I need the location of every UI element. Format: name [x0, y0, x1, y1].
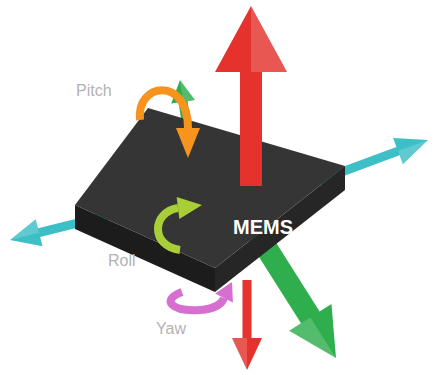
z-axis-down-arrow: [232, 280, 262, 370]
roll-rotation-arrow: [158, 208, 180, 250]
x-axis-left-arrow-shade: [10, 219, 39, 240]
rotation-label: Pitch: [76, 82, 112, 100]
rotation-label: Roll: [108, 252, 136, 270]
yaw-rotation-arrow-head: [215, 282, 233, 302]
yaw-rotation-arrow: [171, 292, 224, 310]
pitch-rotation-arrow-head: [176, 128, 200, 158]
rotation-label: Yaw: [156, 320, 186, 338]
mems-chip: MEMS: [75, 108, 347, 298]
chip-outline: [75, 108, 347, 298]
chip-top: [75, 108, 345, 268]
z-axis-up-arrow-shade: [251, 6, 287, 72]
y-axis-front-arrow-shade: [289, 317, 336, 358]
pitch-rotation-arrow: [140, 90, 188, 128]
z-axis-down-arrow-shade: [232, 338, 247, 370]
roll-rotation-arrow-head: [177, 197, 202, 219]
z-axis-up-arrow: [215, 6, 287, 186]
x-axis-right-arrow-shade: [398, 140, 428, 164]
chip-label: MEMS: [233, 216, 293, 239]
